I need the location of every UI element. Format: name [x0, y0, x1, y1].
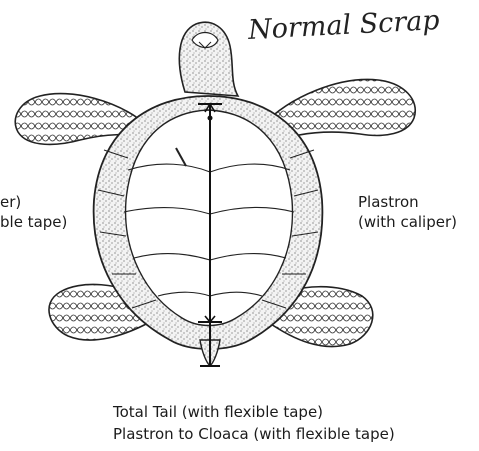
turtle-head — [179, 22, 238, 96]
bottom-label-line2: Plastron to Cloaca (with flexible tape) — [113, 424, 395, 444]
left-label-line2: ble tape) — [0, 212, 67, 232]
right-label-line2: (with caliper) — [358, 212, 457, 232]
left-label-line1: er) — [0, 192, 21, 212]
right-label-line1: Plastron — [358, 192, 419, 212]
bottom-label-line1: Total Tail (with flexible tape) — [113, 402, 323, 422]
